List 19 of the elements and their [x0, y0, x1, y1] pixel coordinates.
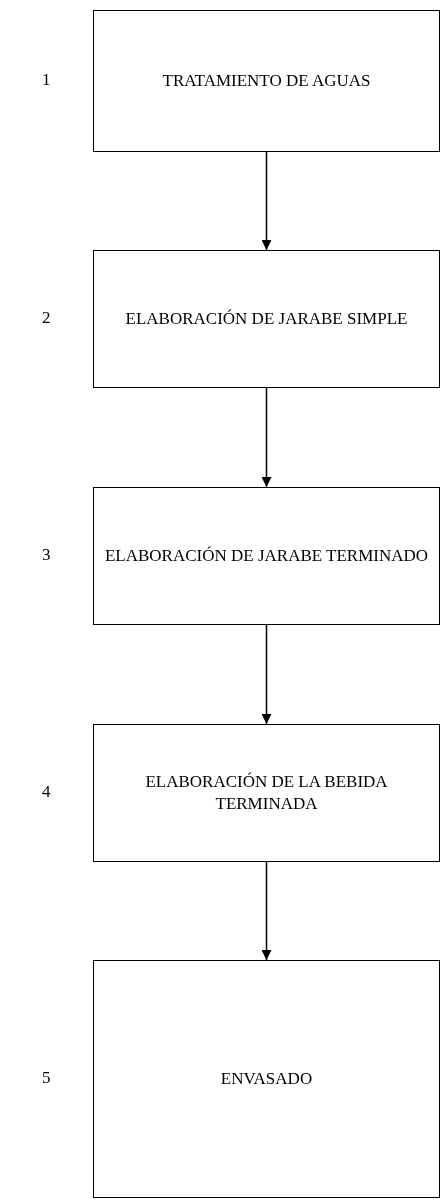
process-box [93, 10, 440, 152]
step-label: ELABORACIÓN DE LA BEBIDA TERMINADA [144, 770, 389, 815]
step-number: 3 [42, 545, 51, 565]
arrow [261, 151, 272, 251]
step-number: 5 [42, 1068, 51, 1088]
step-label: ELABORACIÓN DE JARABE TERMINADO [103, 544, 430, 567]
arrow [261, 624, 272, 725]
process-box [93, 724, 440, 862]
step-number: 4 [42, 782, 51, 802]
process-box [93, 960, 440, 1198]
arrow [261, 387, 272, 488]
step-number: 2 [42, 308, 51, 328]
process-box [93, 250, 440, 388]
step-label: ENVASADO [219, 1067, 314, 1090]
step-number: 1 [42, 70, 51, 90]
step-label: TRATAMIENTO DE AGUAS [161, 69, 372, 92]
step-label: ELABORACIÓN DE JARABE SIMPLE [124, 307, 409, 330]
process-box [93, 487, 440, 625]
arrow [261, 861, 272, 961]
